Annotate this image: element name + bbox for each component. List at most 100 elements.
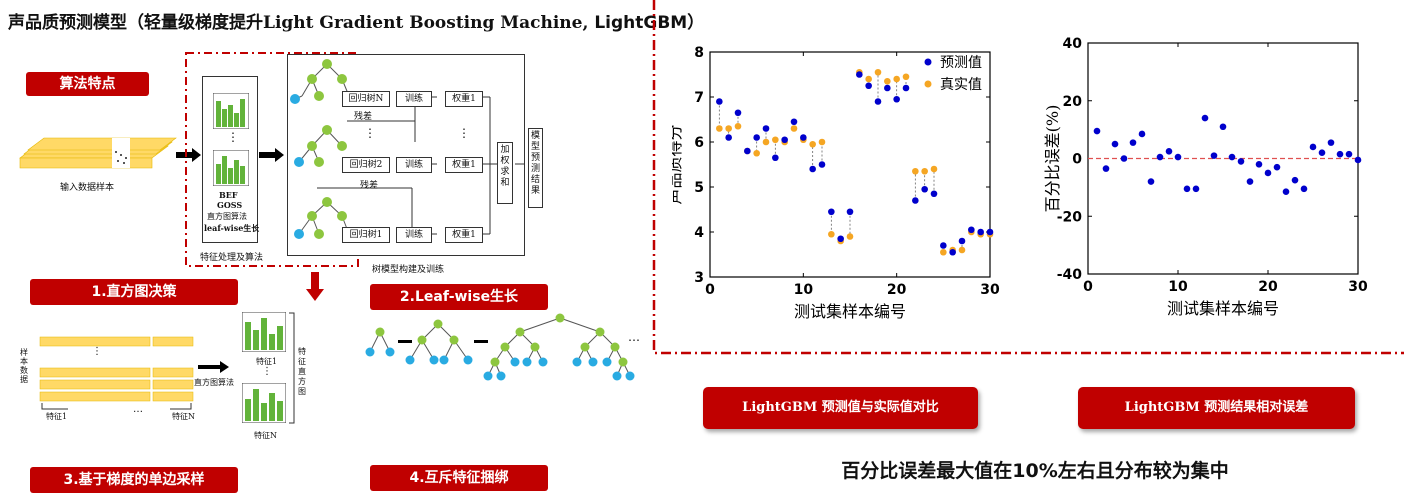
data-point xyxy=(1174,153,1182,161)
title-cn: 声品质预测模型（轻量级梯度提升 xyxy=(8,13,263,33)
red-down-arrow xyxy=(306,272,324,301)
data-point xyxy=(865,75,872,83)
data-point xyxy=(893,95,900,103)
hist-feature-1-label: 特征1 xyxy=(256,357,278,366)
data-point xyxy=(1309,143,1317,151)
caption-left: LightGBM 预测值与实际值对比 xyxy=(703,387,978,429)
data-point xyxy=(1255,160,1263,168)
y-axis-label: 声品质得分 xyxy=(672,124,684,204)
data-point xyxy=(1300,185,1308,193)
step2-label: 2.Leaf-wise生长 xyxy=(370,284,548,310)
data-point xyxy=(725,125,732,132)
y-tick-label: 3 xyxy=(694,270,704,286)
data-point xyxy=(1273,163,1281,171)
data-point xyxy=(734,109,742,117)
arrow-to-hist xyxy=(198,361,229,373)
y-tick-label: 0 xyxy=(1072,152,1082,168)
tree-n-box: 回归树N xyxy=(342,91,390,107)
data-point xyxy=(762,138,770,146)
data-point xyxy=(977,228,984,236)
data-point xyxy=(790,125,798,132)
data-point xyxy=(1156,153,1164,161)
data-point xyxy=(1093,127,1101,135)
tree-build-label: 树模型构建及训练 xyxy=(372,265,445,275)
leafwise-label: leaf-wise生长 xyxy=(204,223,260,233)
data-point xyxy=(828,208,835,216)
data-point xyxy=(1237,158,1245,165)
x-tick-label: 30 xyxy=(1348,279,1368,295)
data-point xyxy=(940,242,947,249)
hist-dots: ⋮ xyxy=(227,130,239,144)
weight-dots-mid: ⋮ xyxy=(458,126,470,140)
x-tick-label: 0 xyxy=(1083,279,1093,295)
data-point xyxy=(865,82,872,90)
data-point xyxy=(930,190,938,198)
data-point xyxy=(1246,178,1254,185)
legend-marker xyxy=(924,80,932,88)
data-point xyxy=(1219,123,1227,131)
data-point xyxy=(902,84,910,92)
x-tick-label: 20 xyxy=(887,282,907,298)
title-en: Light Gradient Boosting Machine, xyxy=(263,13,595,33)
x-tick-label: 10 xyxy=(794,282,814,298)
data-point xyxy=(772,154,779,162)
hist-algo2-label: 直方图算法 xyxy=(194,378,234,387)
input-data-stack xyxy=(19,137,177,169)
data-point xyxy=(1345,150,1353,158)
y-tick-label: 7 xyxy=(694,90,704,106)
data-point xyxy=(856,71,863,78)
data-point xyxy=(1354,156,1362,164)
x-tick-label: 30 xyxy=(980,282,1000,298)
feature-bars-section xyxy=(39,336,194,410)
weight-2-box: 权重1 xyxy=(445,157,483,173)
data-point xyxy=(884,84,891,92)
data-point xyxy=(1327,139,1335,146)
feature-dashed-box xyxy=(185,52,359,267)
y-tick-label: 4 xyxy=(694,225,704,241)
x-tick-label: 0 xyxy=(705,282,715,298)
feature-proc-label: 特征处理及算法 xyxy=(200,253,264,263)
data-point xyxy=(1264,169,1272,177)
y-tick-label: 5 xyxy=(694,180,704,196)
data-point xyxy=(725,134,732,141)
sample-data-label: 样本数据 xyxy=(20,348,28,384)
hist-output-top xyxy=(242,312,286,352)
page-title: 声品质预测模型（轻量级梯度提升Light Gradient Boosting M… xyxy=(8,8,704,33)
y-tick-label: 40 xyxy=(1063,36,1083,52)
data-point xyxy=(1102,165,1110,172)
data-point xyxy=(1336,150,1344,158)
data-point xyxy=(986,228,994,236)
data-point xyxy=(846,208,854,216)
data-point xyxy=(809,165,816,173)
plot-frame xyxy=(709,51,991,278)
data-point xyxy=(1111,140,1119,148)
hist-feature-n-label: 特征N xyxy=(254,431,277,440)
weight-1-box: 权重1 xyxy=(445,227,483,243)
data-point xyxy=(1282,188,1290,196)
data-point xyxy=(846,233,854,240)
tree-build-box xyxy=(287,54,525,256)
data-point xyxy=(912,197,919,204)
data-point xyxy=(818,138,826,146)
weighted-sum-box: 加权求和 xyxy=(497,142,513,204)
data-point xyxy=(1120,155,1128,162)
arrow-input-to-features xyxy=(176,148,201,162)
y-tick-label: -20 xyxy=(1057,209,1083,225)
data-point xyxy=(772,136,779,144)
bars-dots-top: ⋮ xyxy=(92,346,102,357)
data-point xyxy=(828,230,835,238)
data-point xyxy=(1291,176,1299,184)
data-point xyxy=(1147,178,1155,185)
data-point xyxy=(1138,130,1146,138)
data-point xyxy=(1228,153,1236,161)
data-point xyxy=(1183,185,1191,193)
model-result-box: 模型预测结果 xyxy=(528,128,543,208)
data-point xyxy=(912,167,919,175)
caption-right: LightGBM 预测结果相对误差 xyxy=(1078,387,1355,429)
y-axis-label: 百分比误差(%) xyxy=(1043,105,1062,213)
data-point xyxy=(781,136,788,144)
data-point xyxy=(921,167,928,175)
data-point xyxy=(1210,152,1218,159)
data-point xyxy=(902,73,910,81)
